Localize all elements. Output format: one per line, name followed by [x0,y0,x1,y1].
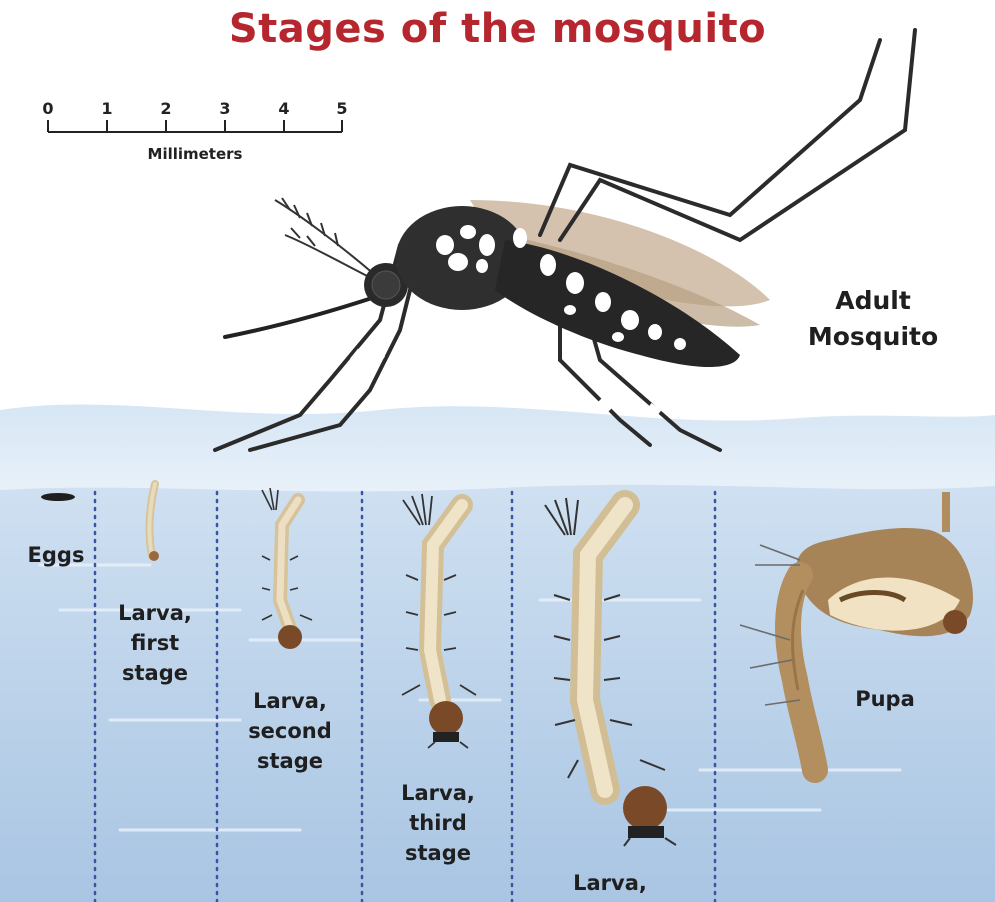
scale-unit-label: Millimeters [120,145,270,163]
larva-fourth-stage-label: Larva, [550,868,670,898]
eggs-label: Eggs [16,540,96,570]
larva2-line-3: stage [230,746,350,776]
larva-second-stage-label: Larva, second stage [230,686,350,776]
larva2-line-1: Larva, [230,686,350,716]
eggs-icon [41,493,75,501]
scale-tick-0: 0 [38,99,58,118]
scale-tick-1: 1 [97,99,117,118]
adult-mosquito-icon [215,30,915,450]
larva2-line-2: second [230,716,350,746]
adult-mosquito-label: Adult Mosquito [788,283,958,355]
scale-tick-2: 2 [156,99,176,118]
larva1-line-2: first [100,628,210,658]
larva1-line-3: stage [100,658,210,688]
larva1-line-1: Larva, [100,598,210,628]
larva-first-stage-label: Larva, first stage [100,598,210,688]
water-surface [0,404,995,500]
larva3-line-2: third [378,808,498,838]
scale-bar [48,120,342,132]
scale-tick-4: 4 [274,99,294,118]
larva3-line-3: stage [378,838,498,868]
scale-tick-5: 5 [332,99,352,118]
adult-label-line-1: Adult [788,283,958,319]
larva3-line-1: Larva, [378,778,498,808]
scale-tick-3: 3 [215,99,235,118]
pupa-label: Pupa [835,684,935,714]
adult-label-line-2: Mosquito [788,319,958,355]
diagram-title: Stages of the mosquito [0,6,995,52]
larva-third-stage-label: Larva, third stage [378,778,498,868]
larva4-line-1: Larva, [550,868,670,898]
